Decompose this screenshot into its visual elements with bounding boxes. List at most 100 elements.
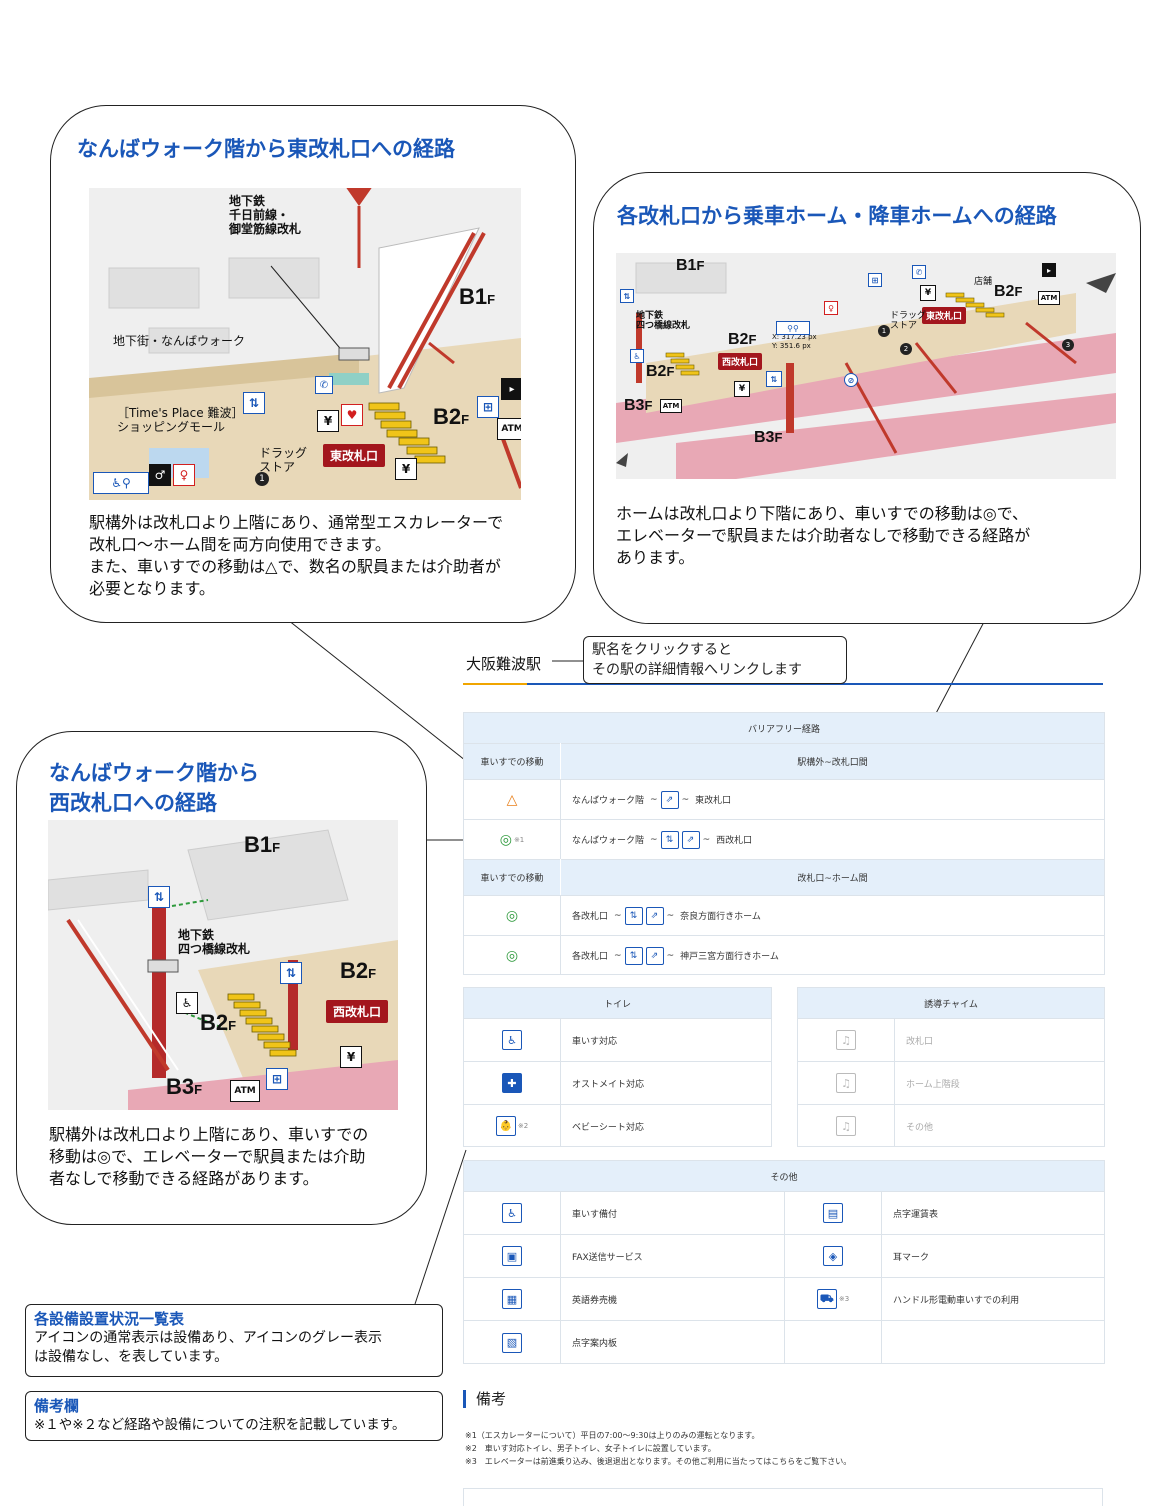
- map-platform-shop-label: 店舗: [974, 277, 993, 287]
- map-platform-yen-icon-2: ¥: [920, 285, 936, 301]
- barrier-free-col-move-2: 車いすでの移動: [464, 859, 560, 895]
- map-west-gate-label: 西改札口: [326, 1000, 389, 1023]
- escalator-icon: ⇗: [681, 830, 700, 849]
- chime-row: ♫ 改札口: [798, 1018, 1104, 1061]
- map-platform-subway-label: 地下鉄 四つ橋線改札: [636, 311, 691, 331]
- map-east-drug-label: ドラッグ ストア: [259, 446, 308, 474]
- braille-guide-board-icon: ▧: [502, 1332, 522, 1353]
- map-platform-yen-icon-1: ¥: [734, 381, 750, 397]
- map-west-floor-b3: B3F: [166, 1074, 203, 1099]
- fax-service-icon: ▣: [502, 1246, 522, 1266]
- chime-icon: ♫: [836, 1073, 856, 1093]
- route-mark-double-circle: ◎: [505, 907, 519, 924]
- barrier-free-title: バリアフリー経路: [464, 713, 1104, 743]
- ostomate-toilet-icon: ✚: [502, 1073, 522, 1093]
- map-platform-floor-b3-east: B3F: [754, 429, 783, 446]
- map-east-atm-icon: ATM: [497, 418, 521, 440]
- biko-heading: 備考: [463, 1390, 506, 1408]
- elevator-icon: ⇅: [624, 946, 643, 965]
- map-platform-atm-icon-1: ATM: [660, 399, 682, 413]
- biko-note-2: ※2 車いす対応トイレ、男子トイレ、女子トイレに設置しています。: [465, 1444, 716, 1453]
- barrier-free-section-2: 改札口~ホーム間: [561, 859, 1104, 895]
- map-platform-exit-number-2: 2: [900, 343, 912, 355]
- barrier-free-row: ◎※1 なんばウォーク階 ~ ⇅ ⇗ ~ 西改札口: [464, 819, 1104, 859]
- baby-seat-icon: 👶: [495, 1116, 516, 1136]
- map-platform-phone-icon: ✆: [912, 265, 926, 279]
- map-west-locker-icon: ⊞: [266, 1068, 288, 1090]
- map-platform-locker-icon: ⊞: [868, 273, 882, 287]
- map-platform-coord-x: X: 317.23 px: [772, 333, 817, 341]
- map-east-floor-b2: B2F: [433, 404, 470, 429]
- map-east-yen-icon-2: ¥: [395, 458, 417, 480]
- map-platform-elevator-icon-1: ⇅: [620, 289, 634, 303]
- toilet-table: トイレ ♿ 車いす対応 ✚ オストメイト対応 👶※2 ベビーシート対応: [463, 987, 772, 1147]
- barrier-free-section-1: 駅構外~改札口間: [561, 743, 1104, 779]
- callout-west-title: なんばウォーク階から 西改札口への経路: [49, 761, 259, 815]
- map-east-street-label: 地下街・なんばウォーク: [113, 334, 246, 348]
- map-west-drawing: [48, 820, 398, 1110]
- toilet-row: 👶※2 ベビーシート対応: [464, 1104, 771, 1147]
- elevator-icon: ⇅: [660, 830, 679, 849]
- barrier-free-row: △ なんばウォーク階 ~ ⇗ ~ 東改札口: [464, 779, 1104, 819]
- map-east-aed-icon: ♥: [341, 404, 363, 426]
- other-row: ▣ FAX送信サービス ◈ 耳マーク: [464, 1234, 1104, 1277]
- map-platform: B1F B2F B2F B2F B3F B3F 東改札口 西改札口 地下鉄 四つ…: [616, 253, 1116, 479]
- chime-icon: ♫: [836, 1030, 856, 1050]
- barrier-free-table: バリアフリー経路 車いすでの移動 駅構外~改札口間 △ なんばウォーク階 ~ ⇗…: [463, 712, 1105, 975]
- map-platform-floor-b2-east: B2F: [994, 283, 1023, 300]
- callout-west-text: 駅構外は改札口より上階にあり、車いすでの 移動は◎で、エレベーターで駅員または介…: [49, 1125, 369, 1188]
- toilet-row: ✚ オストメイト対応: [464, 1061, 771, 1104]
- map-platform-female-icon: ♀: [824, 301, 838, 315]
- station-header-rule: [463, 683, 1103, 685]
- escalator-icon: ⇗: [645, 946, 664, 965]
- other-row: ▦ 英語券売機 ⛟※3 ハンドル形電動車いすでの利用: [464, 1277, 1104, 1320]
- escalator-icon: ⇗: [645, 906, 664, 925]
- map-platform-elevator-icon-2: ⇅: [766, 371, 782, 387]
- map-platform-wheelchair-icon: ♿: [630, 349, 644, 363]
- map-west-atm-icon: ATM: [230, 1080, 260, 1102]
- map-west-floor-b2-left: B2F: [200, 1010, 237, 1035]
- map-west-subway-label: 地下鉄 四つ橋線改札: [178, 928, 251, 956]
- map-east-male-icon: ♂: [149, 464, 171, 486]
- other-table: その他 ♿ 車いす備付 ▤ 点字運賃表 ▣ FAX送信サービス ◈ 耳マーク ▦…: [463, 1160, 1105, 1364]
- route-mark-double-circle: ◎: [505, 947, 519, 964]
- barrier-free-row: ◎ 各改札口 ~ ⇅ ⇗ ~ 奈良方面行きホーム: [464, 895, 1104, 935]
- map-platform-exit-number-1: 1: [878, 325, 890, 337]
- other-row: ▧ 点字案内板: [464, 1320, 1104, 1364]
- callout-east-route: なんばウォーク階から東改札口への経路 地下鉄 千日前線・ 御堂筋: [50, 105, 576, 623]
- chime-table: 誘導チャイム ♫ 改札口 ♫ ホーム上階段 ♫ その他: [797, 987, 1105, 1147]
- map-platform-exit-number-3: 3: [1062, 339, 1074, 351]
- route-mark-double-circle: ◎: [499, 831, 512, 848]
- wheelchair-rental-icon: ♿: [502, 1203, 522, 1223]
- chime-title: 誘導チャイム: [798, 988, 1104, 1018]
- wheelchair-toilet-icon: ♿: [502, 1030, 522, 1050]
- map-east-phone-icon: ✆: [315, 376, 333, 394]
- toilet-title: トイレ: [464, 988, 771, 1018]
- map-platform-restroom-icon: ⚲⚲: [776, 321, 810, 335]
- map-east-shop-label: ［Time's Place 難波］ ショッピングモール: [117, 406, 244, 434]
- other-title: その他: [464, 1161, 1104, 1191]
- map-east-floor-b1: B1F: [459, 284, 496, 309]
- callout-east-title: なんばウォーク階から東改札口への経路: [77, 137, 455, 161]
- electric-wheelchair-icon: ⛟: [816, 1289, 837, 1309]
- chime-row: ♫ ホーム上階段: [798, 1061, 1104, 1104]
- map-east-coin-locker-icon: ⊞: [477, 396, 499, 418]
- legend-notes: 備考欄 ※１や※２など経路や設備についての注釈を記載しています。: [25, 1391, 443, 1441]
- bottom-panel: [463, 1488, 1103, 1506]
- chime-icon: ♫: [836, 1116, 856, 1136]
- map-platform-drug-label: ドラッグ ストア: [890, 311, 927, 331]
- route-mark-triangle: △: [506, 791, 518, 808]
- station-name-link[interactable]: 大阪難波駅: [466, 655, 542, 673]
- map-platform-floor-b1: B1F: [676, 257, 705, 274]
- map-east-restroom-icon-2: ♀: [173, 464, 195, 486]
- chime-row: ♫ その他: [798, 1104, 1104, 1147]
- callout-platform-route: 各改札口から乗車ホーム・降車ホームへの経路 B1F B2F B2F B2F B3…: [593, 172, 1141, 624]
- map-east-subway-label: 地下鉄 千日前線・ 御堂筋線改札: [229, 194, 302, 236]
- map-west: B1F B2F B2F B3F 地下鉄 四つ橋線改札 西改札口 ⇅ ⇅ ♿ ¥ …: [48, 820, 398, 1110]
- escalator-icon: ⇗: [660, 790, 679, 809]
- callout-west-route: なんばウォーク階から 西改札口への経路 B1F B2F B2F B3F 地下鉄 …: [16, 731, 427, 1225]
- map-east-elevator-icon: ⇅: [243, 392, 265, 414]
- map-platform-drawing: [616, 253, 1116, 479]
- toilet-row: ♿ 車いす対応: [464, 1018, 771, 1061]
- map-platform-floor-b3-west: B3F: [624, 397, 653, 414]
